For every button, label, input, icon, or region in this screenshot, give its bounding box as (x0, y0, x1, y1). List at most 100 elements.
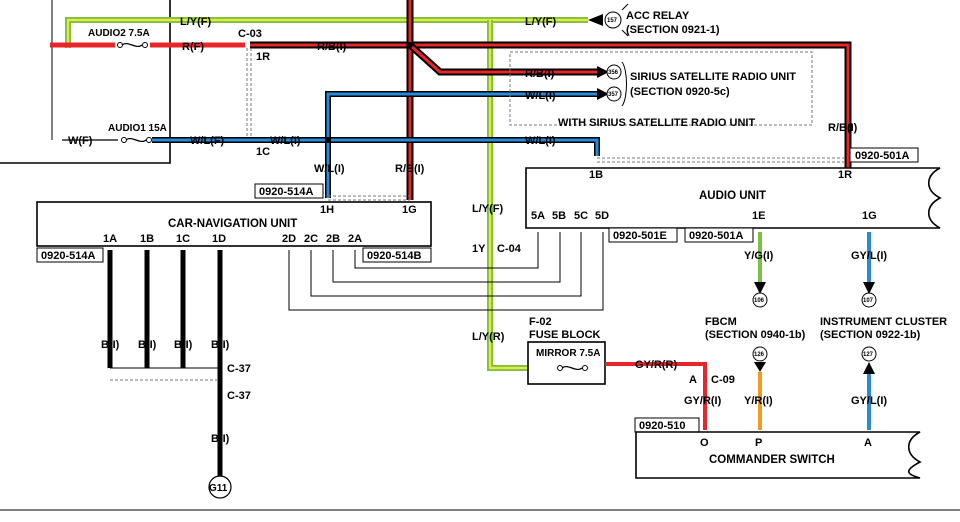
audio-pin-1e: 1E (752, 210, 765, 222)
fuse-mirror-symbol (557, 365, 588, 371)
wire-label-wlf: W/L(F) (190, 135, 225, 147)
wire-label-rf: R(F) (182, 41, 204, 53)
cs-pin-o: O (700, 437, 709, 449)
fbcm-section: (SECTION 0940-1b) (705, 329, 806, 341)
c03-pin-1r: 1R (256, 51, 270, 63)
nav-pin-1a: 1A (103, 233, 117, 245)
sirius-note: WITH SIRIUS SATELLITE RADIO UNIT (558, 117, 755, 129)
sirius-option-box (509, 51, 813, 126)
tag-514b (362, 247, 432, 263)
junction-box-outline (0, 0, 171, 164)
fbcm-ref: 106 (754, 298, 765, 304)
nav-pin-1b: 1B (140, 233, 154, 245)
fuse-audio2-symbol (117, 42, 148, 48)
sirius-arrow-2 (597, 86, 622, 102)
wire-label-b-1: B(I) (101, 339, 120, 351)
tag-501a-bottom (684, 227, 754, 243)
connector-501a-dashed (597, 157, 848, 163)
audio-pin-1r: 1R (838, 169, 852, 181)
fuse-audio1-symbol (121, 137, 152, 143)
wl-wire-branch (325, 91, 597, 140)
acc-relay-bracket (621, 3, 629, 37)
fuse-mirror-label: MIRROR 7.5A (536, 348, 600, 359)
audio-pin-1g: 1G (862, 210, 877, 222)
rb-wire-sirius (407, 42, 597, 76)
fbcm-ref-circle (752, 292, 768, 308)
tag-501e (608, 227, 678, 243)
gyr-wire (605, 362, 707, 430)
sirius-section: (SECTION 0920-5c) (630, 86, 730, 98)
nav-audio-signal-lines (288, 232, 604, 311)
sirius-ref-2: 357 (608, 92, 619, 98)
fbcm-title: FBCM (705, 316, 737, 328)
c37-label-1: C-37 (227, 363, 251, 375)
wire-label-gyr-r: GY/R(R) (635, 359, 678, 371)
wire-label-b-3: B(I) (174, 339, 193, 351)
wire-label-wl-1: W/L(I) (270, 135, 301, 147)
ground-g11-label: G11 (209, 483, 228, 494)
splice-point-wl (325, 137, 331, 143)
wire-label-gyl-2: GY/L(I) (851, 395, 887, 407)
wire-label-gyl-1: GY/L(I) (851, 250, 887, 262)
cluster-ref2-circle (861, 346, 877, 362)
c04-label: C-04 (497, 243, 522, 255)
wire-label-lyr: L/Y(R) (472, 331, 505, 343)
fbcm-arrow-2 (754, 362, 766, 372)
tag-501e-label: 0920-501E (613, 230, 667, 242)
nav-pin-2c: 2C (304, 233, 318, 245)
wire-label-lyf-2: L/Y(F) (525, 16, 556, 28)
cluster-ref2: 127 (863, 352, 874, 358)
audio-pin-5a: 5A (531, 210, 545, 222)
f02-label: F-02 (529, 316, 552, 328)
ly-wire-top (65, 17, 588, 48)
fuse-block-box (527, 341, 606, 385)
cluster-section: (SECTION 0922-1b) (820, 329, 921, 341)
nav-pin-1g: 1G (402, 204, 417, 216)
acc-relay-ref: 157 (607, 18, 618, 24)
c04-pin-label: 1Y (472, 243, 486, 255)
wire-label-wl-3: W/L(I) (525, 135, 556, 147)
wire-label-lyf-1: L/Y(F) (180, 16, 211, 28)
c03-dashed-line (246, 48, 252, 140)
sirius-title: SIRIUS SATELLITE RADIO UNIT (630, 71, 796, 83)
sirius-arrow-1 (597, 64, 622, 80)
audio-pin-5c: 5C (574, 210, 588, 222)
nav-pin-2a: 2A (348, 233, 362, 245)
nav-pin-2d: 2D (282, 233, 296, 245)
ground-wires (107, 250, 223, 476)
acc-relay-section: (SECTION 0921-1) (626, 24, 720, 36)
cs-pin-a: A (864, 437, 872, 449)
c09-pin-label: A (689, 374, 697, 386)
nav-pin-1c: 1C (176, 233, 190, 245)
tag-514a-top (254, 183, 324, 199)
c37-label-2: C-37 (227, 390, 251, 402)
wire-label-rb-3: R/B(I) (828, 122, 858, 134)
tag-501a-top-label: 0920-501A (855, 150, 909, 162)
nav-unit-box (36, 201, 432, 247)
nav-pin-1d: 1D (212, 233, 226, 245)
cluster-ref-circle (861, 292, 877, 308)
c03-pin-1c: 1C (256, 146, 270, 158)
commander-switch-box (635, 431, 922, 479)
wire-label-gyr-i: GY/R(I) (684, 395, 722, 407)
fuse-block-label: FUSE BLOCK (529, 329, 601, 341)
tag-501a-bottom-label: 0920-501A (689, 230, 743, 242)
fbcm-ref2: 126 (754, 352, 765, 358)
wire-label-b-4: B(I) (211, 339, 230, 351)
audio-unit-title: AUDIO UNIT (699, 190, 766, 202)
acc-relay-title: ACC RELAY (626, 10, 690, 22)
fuse-audio2-label: AUDIO2 7.5A (88, 28, 150, 39)
wire-label-yg: Y/G(I) (744, 250, 774, 262)
fbcm-arrow-down (754, 282, 766, 294)
wl-wire-main (152, 137, 600, 156)
nav-pin-1h: 1H (320, 204, 334, 216)
cluster-arrow-down (863, 282, 875, 294)
c09-label: C-09 (711, 374, 735, 386)
tag-514a-bottom (36, 247, 104, 263)
nav-unit-title: CAR-NAVIGATION UNIT (168, 218, 297, 230)
cs-pin-p: P (755, 437, 762, 449)
audio-pin-5b: 5B (552, 210, 566, 222)
audio-pin-5d: 5D (595, 210, 609, 222)
cluster-arrow-up (863, 362, 875, 374)
